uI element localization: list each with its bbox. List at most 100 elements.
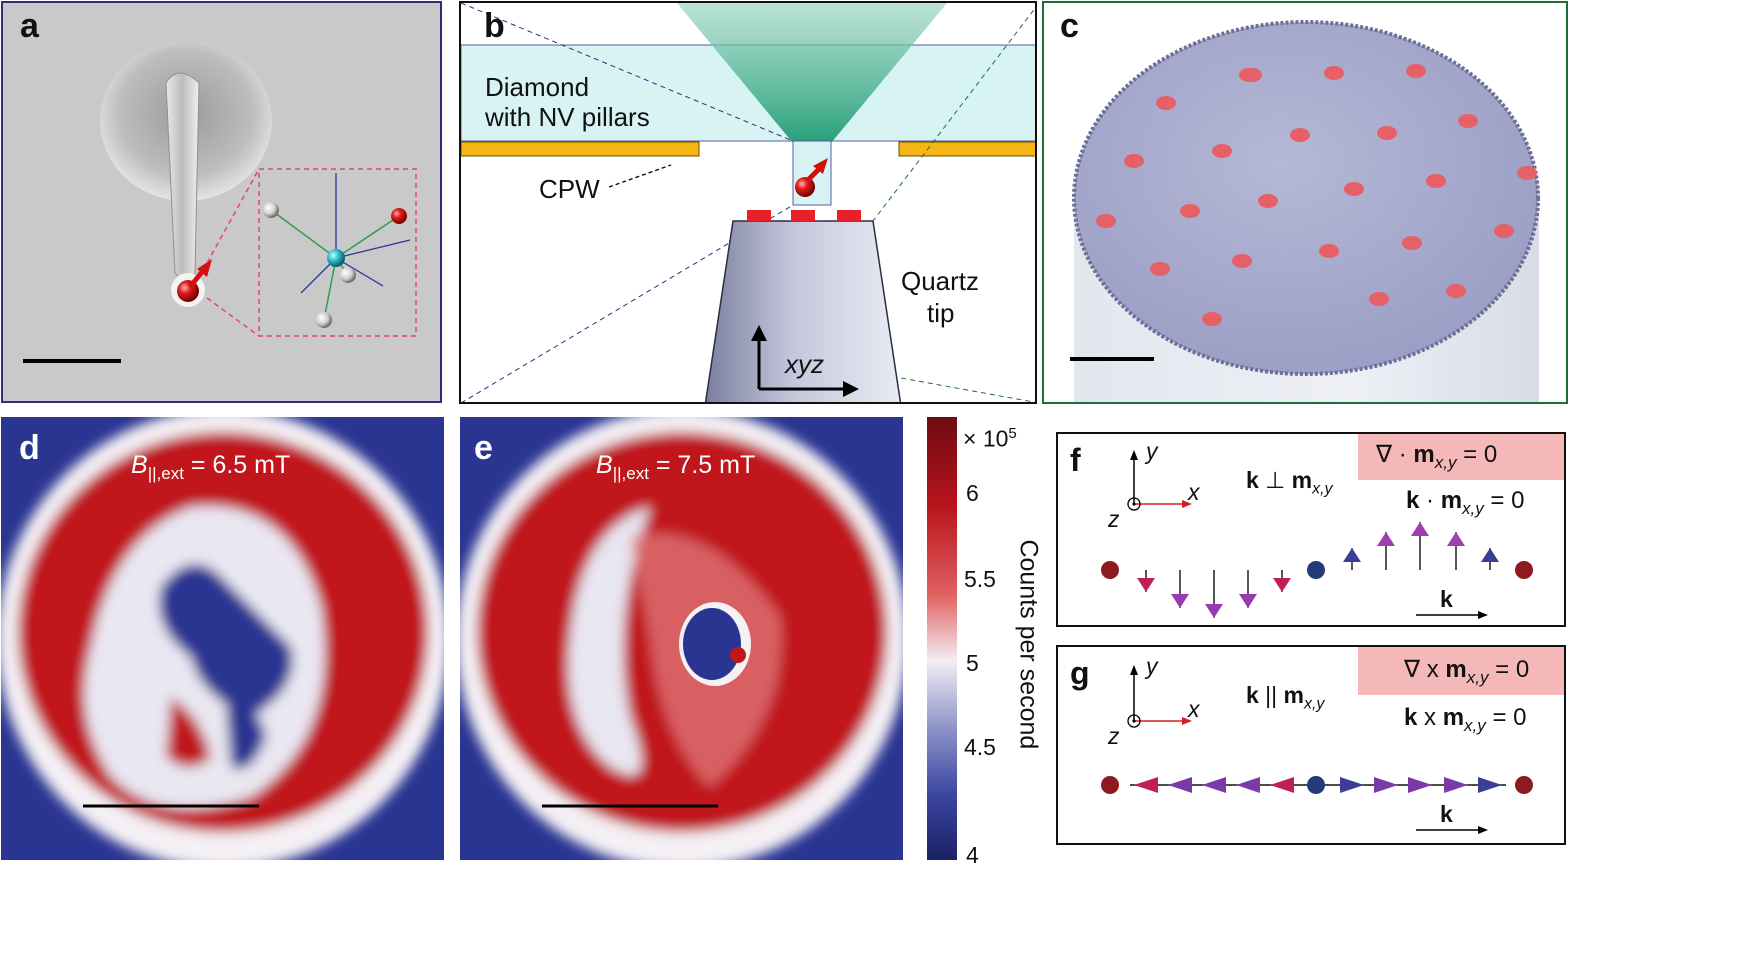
panel-g-spin-wave: g y x z k || mx,y ∇ x mx,y = 0 k x mx,y … (1056, 645, 1566, 845)
cpw-right (898, 141, 1035, 157)
nv-map-d (1, 417, 444, 860)
colorbar-tick: 6 (966, 480, 979, 506)
div-m: m (1413, 441, 1435, 468)
curl-equation: ∇ x mx,y = 0 (1404, 656, 1529, 687)
diamond-label-line2: with NV pillars (485, 102, 650, 132)
colorbar-tick: 4.5 (964, 734, 996, 760)
map-blue-domain (226, 705, 266, 769)
spin-cone (1202, 777, 1226, 793)
field-subscript: ||,ext (612, 464, 649, 483)
div-post: = 0 (1456, 441, 1498, 468)
dot-post: = 0 (1483, 487, 1525, 514)
relation-sub: x,y (1312, 480, 1333, 498)
div-highlight-box (1358, 434, 1564, 480)
dot-equation: k · mx,y = 0 (1406, 487, 1524, 518)
nv-pillar-dot (1494, 224, 1514, 238)
cross-k: k (1404, 704, 1418, 731)
relation-op: ⊥ (1258, 467, 1292, 493)
nv-map-e (460, 417, 903, 860)
nv-pillar-dot (1212, 144, 1232, 158)
spin-chain-g (1101, 647, 1564, 834)
relation-m: m (1283, 682, 1304, 708)
spin-cone (1273, 578, 1291, 592)
cross-sub: x,y (1464, 715, 1486, 735)
field-label-e: B||,ext = 7.5 mT (596, 451, 755, 484)
y-axis-arrowhead (1130, 450, 1138, 460)
panel-label-d: d (19, 429, 40, 467)
zoom-line (461, 204, 794, 402)
spin-ball (1515, 776, 1533, 794)
nv-pillar-dot (1290, 128, 1310, 142)
spin-cone (1478, 777, 1502, 793)
sample-pad (747, 210, 771, 221)
map-vortex-spot (730, 647, 746, 663)
k-label: k (1440, 586, 1453, 612)
axis-label-x: x (1188, 479, 1200, 505)
axis-label-y: y (1146, 438, 1158, 464)
k-arrowhead (1478, 611, 1488, 619)
spin-cone (1137, 578, 1155, 592)
nv-pillar-dot (1202, 312, 1222, 326)
curl-pre: ∇ x (1404, 656, 1446, 683)
cylinder-top-face (1072, 20, 1540, 376)
curl-post: = 0 (1488, 656, 1530, 683)
zoom-line (206, 297, 260, 337)
nv-pillar-dot (1319, 244, 1339, 258)
colorbar-tick: 5.5 (964, 566, 996, 592)
map-red-domain (166, 697, 211, 767)
field-value: = 7.5 mT (648, 451, 756, 479)
curl-highlight-box (1358, 647, 1564, 695)
nv-pillar-dot (1402, 236, 1422, 250)
spin-cone (1411, 522, 1429, 536)
x-axis-arrowhead (1182, 717, 1192, 725)
diamond-label-line1: Diamond (485, 72, 590, 102)
nv-pillar-dot (1156, 96, 1176, 110)
spin-ball (1307, 776, 1325, 794)
nv-pillar-dot (1458, 114, 1478, 128)
colorbar-multiplier: × 105 (963, 425, 1017, 452)
nv-pillar-dot (1377, 126, 1397, 140)
spin-cone (1408, 777, 1432, 793)
div-pre: ∇ · (1376, 441, 1414, 468)
cross-m: m (1442, 704, 1465, 731)
axis-label-z: z (1108, 506, 1120, 532)
field-symbol: B (131, 451, 148, 479)
colorbar (927, 417, 957, 860)
relation-sub: x,y (1303, 695, 1325, 713)
axes-label: xyz (785, 349, 824, 379)
dot-sub: x,y (1462, 498, 1484, 518)
panel-b-schematic: b Diamond with NV pillars CPW Quartz tip… (459, 1, 1037, 404)
axis-label-z: z (1108, 723, 1120, 749)
spin-cone (1270, 777, 1294, 793)
map-white-crescent (568, 507, 650, 776)
schematic-drawing (461, 3, 1035, 402)
dot-m: m (1440, 487, 1463, 514)
spin-ball (1101, 776, 1119, 794)
zoom-line (900, 377, 1035, 402)
x-axis-arrowhead (1182, 500, 1192, 508)
colorbar-tick: 4 (966, 842, 979, 868)
dot-k: k (1406, 487, 1420, 514)
cpw-label: CPW (539, 174, 600, 204)
relation-op: || (1258, 682, 1284, 708)
k-arrowhead (1478, 826, 1488, 834)
nv-pillar-sem-drawing (23, 41, 417, 363)
panel-label-c: c (1060, 7, 1079, 45)
spin-ball (1307, 561, 1325, 579)
z-axis-circle (1127, 497, 1141, 511)
k-label: k (1440, 801, 1453, 827)
nv-pillar-dot (1369, 292, 1389, 306)
cross-equation: k x mx,y = 0 (1404, 704, 1526, 735)
panel-label-f: f (1070, 442, 1081, 478)
spin-cone (1340, 777, 1364, 793)
nv-pillar-dot (1239, 68, 1259, 82)
relation-m: m (1291, 467, 1313, 493)
axis-label-y: y (1146, 653, 1158, 679)
dot-op: · (1419, 487, 1441, 514)
spin-chain-transverse (1101, 522, 1533, 618)
cpw-left (461, 141, 700, 157)
panel-label-g: g (1070, 655, 1090, 691)
spin-cone (1205, 604, 1223, 618)
laser-cone (677, 3, 947, 143)
panel-e-map: e B||,ext = 7.5 mT (460, 417, 903, 860)
